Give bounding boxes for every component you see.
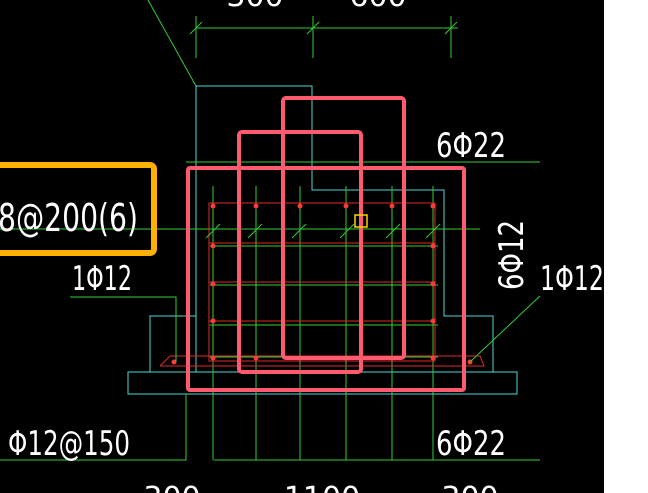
top-bars-label: 6Φ22 [436,126,506,166]
label-leaders [0,295,541,461]
dim-bottom-right-label: 300 [441,481,498,493]
callout-stirrup-label: 8@200(6) [0,196,138,240]
cursor-marker[interactable] [354,214,368,228]
bottom-bars-label: 6Φ22 [436,424,506,464]
callout-box[interactable]: 8@200(6) [0,162,157,256]
left-bar-label: 1Φ12 [72,259,132,299]
top-dimension [189,16,458,58]
section-drawing: 300 600 [0,0,604,493]
rebar-dots [171,203,473,365]
tie-ticks [205,223,441,239]
top-leader-line [147,0,197,87]
dim-top-right-label: 600 [349,0,406,14]
bottom-stirrup-label: Φ12@150 [8,424,130,464]
drawing-canvas[interactable]: 300 600 [0,0,604,493]
dim-bottom-left-label: 300 [143,481,200,493]
dim-bottom-mid-label: 1100 [284,481,360,493]
rebar-cage [159,202,485,367]
side-bars-label: 6Φ12 [492,220,532,290]
right-bar-label: 1Φ12 [540,259,604,299]
dim-top-left-label: 300 [226,0,283,14]
stirrup-highlights [186,96,466,392]
